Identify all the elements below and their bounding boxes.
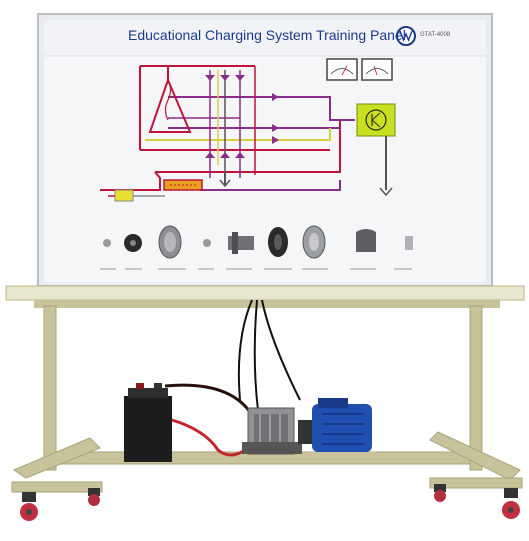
voltmeter-gauge <box>326 58 358 81</box>
field-resistor <box>163 179 203 191</box>
indicator-lamp-symbol <box>108 189 165 202</box>
vw-logo <box>396 26 416 46</box>
ammeter-gauge <box>361 58 393 81</box>
panel-code: GTAT-4008 <box>420 32 451 38</box>
rectifier-diodes <box>205 75 279 158</box>
cables <box>164 299 301 457</box>
stand-tabletop <box>5 285 525 308</box>
drive-motor <box>298 398 376 460</box>
battery <box>124 383 172 462</box>
caster-wheels <box>20 484 520 521</box>
alternator-unit <box>242 407 302 455</box>
component-row <box>103 225 413 259</box>
voltage-regulator-symbol <box>356 103 396 197</box>
panel-title: Educational Charging System Training Pan… <box>128 27 406 43</box>
